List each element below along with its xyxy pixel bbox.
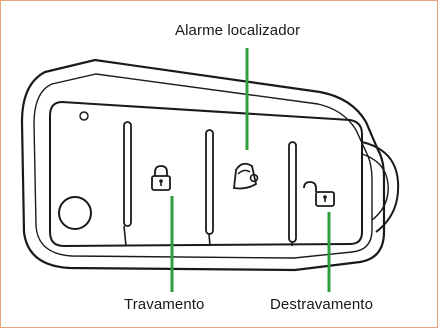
label-destravamento: Destravamento: [270, 296, 374, 313]
key-tail: [361, 141, 400, 233]
label-alarme-localizador: Alarme localizador: [175, 22, 301, 39]
label-travamento: Travamento: [124, 296, 205, 313]
key-shell-outer: [20, 58, 386, 272]
divider-slit-3: [288, 141, 297, 243]
screw-hole: [79, 111, 89, 121]
bell-icon: [233, 162, 259, 190]
lock-closed-icon: [151, 165, 171, 191]
divider-slit-2: [205, 129, 214, 235]
lock-open-icon: [303, 181, 335, 207]
key-tail-inner: [361, 153, 389, 221]
divider-slit-1: [123, 121, 132, 227]
button-panel: [49, 100, 363, 248]
key-ring-hole: [58, 196, 92, 230]
key-shell-inner: [33, 73, 373, 259]
separator-2: [208, 233, 211, 247]
separator-1: [123, 225, 127, 247]
